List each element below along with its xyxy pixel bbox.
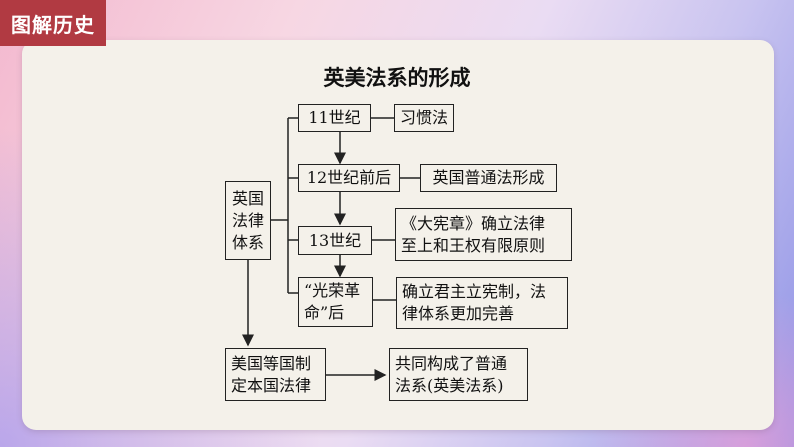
diagram-title: 英美法系的形成 (323, 66, 471, 90)
constitutional-monarchy-box: 确立君主立宪制，法 律体系更加完善 (396, 277, 568, 329)
england-law-system-box: 英国 法律 体系 (225, 181, 271, 260)
common-law-formed-box: 英国普通法形成 (420, 164, 557, 192)
section-badge: 图解历史 (0, 0, 106, 46)
magna-carta-box: 《大宪章》确立法律 至上和王权有限原则 (395, 208, 572, 261)
c11-box: 11世纪 (298, 104, 371, 132)
glorious-revolution-box: “光荣革 命”后 (298, 277, 373, 327)
customary-law-box: 习惯法 (394, 104, 454, 132)
c12-box: 12世纪前后 (298, 164, 400, 192)
us-law-box: 美国等国制 定本国法律 (225, 348, 326, 401)
c13-box: 13世纪 (298, 226, 372, 255)
common-law-system-box: 共同构成了普通 法系(英美法系) (389, 348, 528, 401)
